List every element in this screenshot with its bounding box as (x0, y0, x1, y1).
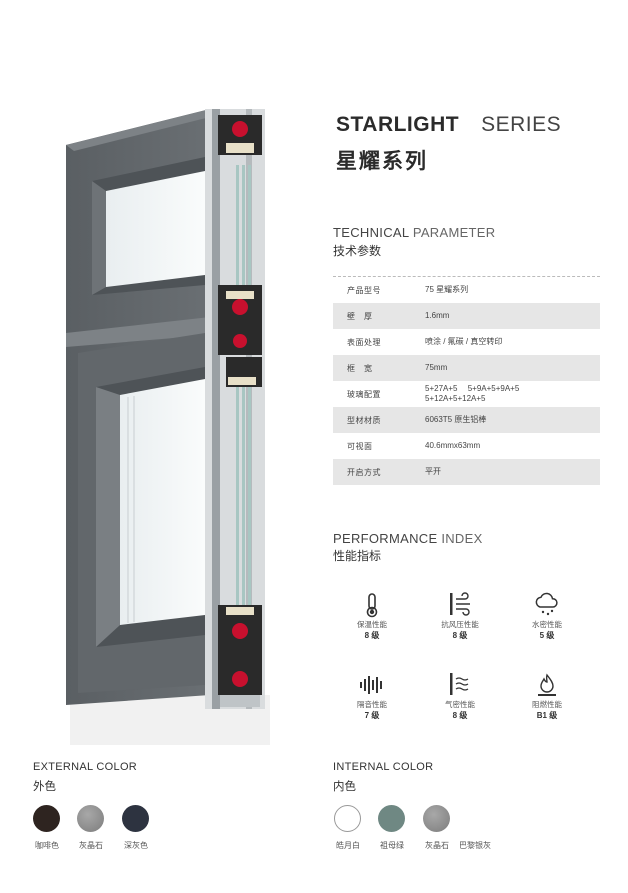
series-title-bold: STARLIGHT (336, 113, 460, 136)
swatch-label: 皓月白 (336, 841, 360, 850)
param-value: 喷涂 / 氟碳 / 真空转印 (425, 337, 503, 346)
performance-title-cn: 性能指标 (333, 549, 382, 563)
table-row: 玻璃配置 5+27A+5 5+9A+5+9A+5 5+12A+5+12A+5 (333, 381, 600, 407)
perf-label: 阻燃性能 (532, 700, 562, 709)
perf-item-sound: 隔音性能 7 级 (337, 672, 407, 721)
param-value: 平开 (425, 467, 441, 476)
perf-item-fire: 阻燃性能 B1 级 (512, 672, 582, 721)
perf-label: 保温性能 (357, 620, 387, 629)
internal-color-title-cn: 内色 (333, 781, 356, 793)
param-value: 6063T5 原生铝棒 (425, 415, 487, 424)
perf-label: 抗风压性能 (441, 620, 479, 629)
perf-grade: 8 级 (452, 631, 468, 640)
wind-pressure-icon (450, 592, 470, 616)
table-row: 可视面 40.6mmx63mm (333, 433, 600, 459)
perf-item-water-tightness: 水密性能 5 级 (512, 592, 582, 641)
window-profile-illustration (66, 109, 270, 745)
air-tight-icon (450, 673, 469, 695)
sound-wave-icon (360, 676, 382, 694)
perf-grade: 8 级 (452, 711, 468, 720)
table-row: 型材材质 6063T5 原生铝棒 (333, 407, 600, 433)
table-row: 产品型号 75 星耀系列 (333, 277, 600, 303)
technical-title-en: TECHNICAL PARAMETER (333, 225, 495, 240)
swatch-label: 深灰色 (124, 841, 148, 850)
swatch-coffee[interactable] (33, 805, 60, 832)
swatch-label: 祖母绿 (380, 841, 404, 850)
swatch-label: 咖啡色 (35, 841, 59, 850)
param-value: 75 星耀系列 (425, 285, 469, 294)
series-title-light: SERIES (481, 113, 562, 136)
external-color-title-en: EXTERNAL COLOR (33, 761, 138, 773)
perf-grade: 8 级 (364, 631, 380, 640)
swatch-grey-crystal[interactable] (77, 805, 104, 832)
series-title-cn: 星耀系列 (336, 150, 428, 173)
series-title: STARLIGHT SERIES (336, 113, 561, 137)
param-key: 表面处理 (347, 337, 381, 347)
param-value: 75mm (425, 363, 448, 372)
swatch-label: 巴黎银灰 (459, 841, 491, 850)
perf-grade: B1 级 (536, 711, 558, 720)
perf-label: 隔音性能 (357, 700, 387, 709)
table-row: 开启方式 平开 (333, 459, 600, 485)
swatch-label: 灰晶石 (79, 841, 103, 850)
performance-title-light: INDEX (437, 531, 483, 546)
rain-cloud-icon (535, 592, 558, 616)
swatch-grey-crystal-internal[interactable] (423, 805, 450, 832)
external-color-title-cn: 外色 (33, 781, 56, 793)
param-value-line-1: 5+27A+5 5+9A+5+9A+5 (425, 384, 520, 393)
technical-title-cn: 技术参数 (333, 244, 382, 258)
param-key: 型材材质 (347, 415, 381, 425)
perf-label: 水密性能 (532, 620, 562, 629)
swatch-moon-white[interactable] (334, 805, 361, 832)
perf-label: 气密性能 (445, 700, 475, 709)
param-value: 1.6mm (425, 311, 450, 320)
swatch-dark-grey[interactable] (122, 805, 149, 832)
thermometer-icon (366, 593, 378, 618)
perf-grade: 5 级 (539, 631, 555, 640)
swatch-emerald[interactable] (378, 805, 405, 832)
performance-title-en: PERFORMANCE INDEX (333, 531, 483, 546)
flame-icon (538, 673, 556, 696)
param-value: 40.6mmx63mm (425, 441, 481, 450)
perf-item-air-tightness: 气密性能 8 级 (425, 672, 495, 721)
param-key: 开启方式 (347, 467, 381, 477)
table-row: 框 宽 75mm (333, 355, 600, 381)
param-key: 壁 厚 (347, 311, 373, 321)
param-key: 可视面 (347, 441, 373, 451)
param-key: 框 宽 (347, 363, 373, 373)
technical-title-main: TECHNICAL (333, 225, 409, 240)
swatch-label: 灰晶石 (425, 841, 449, 850)
perf-grade: 7 级 (364, 711, 380, 720)
param-key: 产品型号 (347, 285, 381, 295)
param-value: 5+27A+5 5+9A+5+9A+5 5+12A+5+12A+5 (423, 384, 600, 404)
parameter-table: 产品型号 75 星耀系列 壁 厚 1.6mm 表面处理 喷涂 / 氟碳 / 真空… (333, 276, 600, 485)
table-row: 壁 厚 1.6mm (333, 303, 600, 329)
technical-title-light: PARAMETER (408, 225, 496, 240)
param-key: 玻璃配置 (347, 389, 381, 399)
perf-item-wind-pressure: 抗风压性能 8 级 (425, 592, 495, 641)
internal-color-title-en: INTERNAL COLOR (333, 761, 434, 773)
param-value-line-2: 5+12A+5+12A+5 (425, 394, 486, 403)
performance-title-main: PERFORMANCE (333, 531, 438, 546)
perf-item-insulation: 保温性能 8 级 (337, 592, 407, 641)
table-row: 表面处理 喷涂 / 氟碳 / 真空转印 (333, 329, 600, 355)
